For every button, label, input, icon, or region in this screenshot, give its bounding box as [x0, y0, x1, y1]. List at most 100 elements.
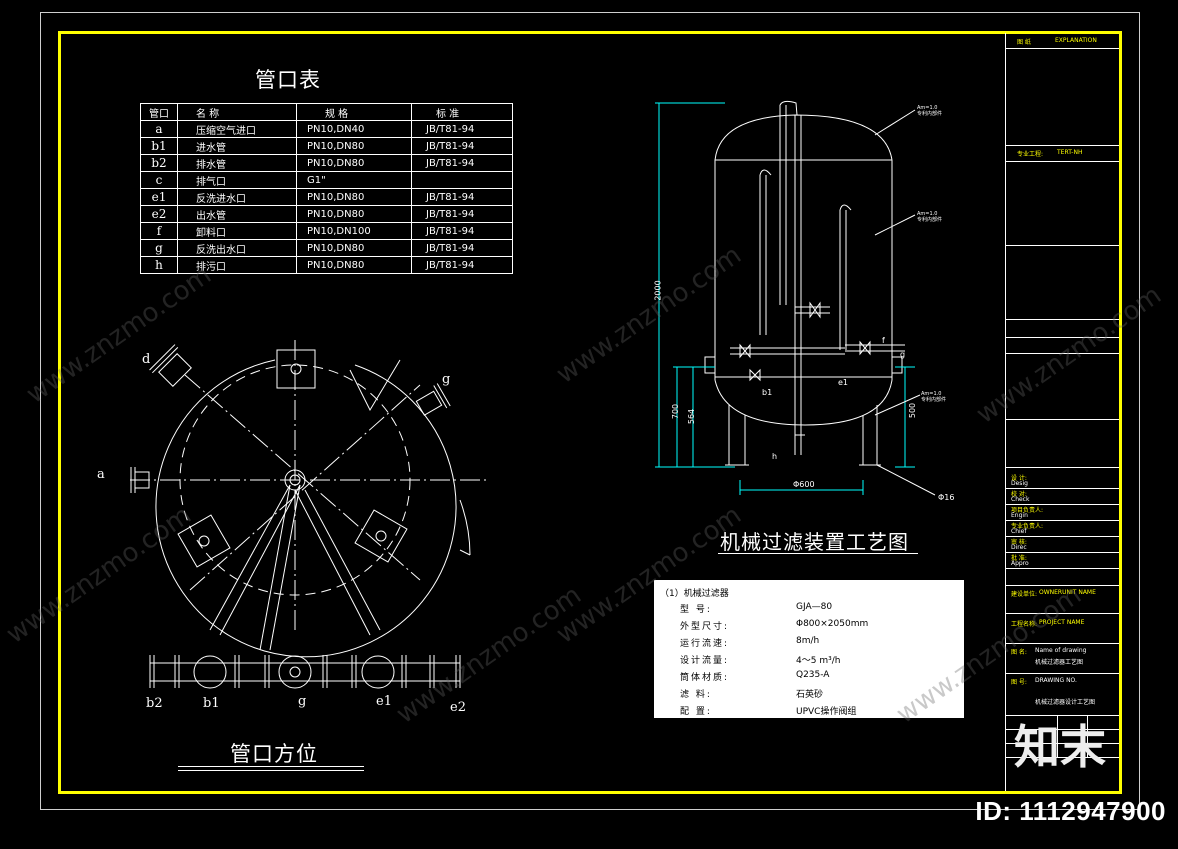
dim-phi: Φ16: [938, 493, 955, 502]
spec-row: 型 号: GJA—80: [654, 602, 964, 619]
spec-row: 设计流量: 4～5 m³/h: [654, 653, 964, 670]
drawing-outer-border: [40, 12, 1140, 810]
orientation-title-underline-2: [178, 770, 364, 771]
spec-heading: （1）机械过滤器: [660, 589, 729, 599]
port-standard: JB/T81-94: [411, 222, 513, 240]
tb-staff-value: Direc: [1011, 544, 1027, 551]
port-name: 进水管: [177, 137, 297, 155]
tb-no-value: DRAWING NO.: [1035, 677, 1077, 684]
spec-value: 石英砂: [796, 690, 824, 700]
port-standard: JB/T81-94: [411, 154, 513, 172]
spec-row: 运行流速: 8m/h: [654, 636, 964, 653]
port-id: f: [140, 222, 178, 240]
tb-project-value: PROJECT NAME: [1039, 619, 1085, 626]
spec-key: 设计流量:: [680, 656, 730, 666]
orientation-label-b2: b2: [146, 696, 163, 711]
port-standard: JB/T81-94: [411, 239, 513, 257]
tb-staff-label: 校 对:: [1011, 491, 1027, 498]
dim-500: 500: [908, 402, 918, 419]
port-standard: JB/T81-94: [411, 120, 513, 138]
spec-key: 筒体材质:: [680, 673, 730, 683]
orientation-label-g-bottom: g: [298, 694, 307, 709]
tb-drawing-value: Name of drawing: [1035, 647, 1087, 654]
tb-staff-value: Desig: [1011, 480, 1028, 487]
tb-drawing-sub: 机械过滤器工艺图: [1035, 659, 1084, 666]
process-title: 机械过滤装置工艺图: [720, 530, 909, 554]
orientation-label-a: a: [97, 467, 105, 482]
port-spec: PN10,DN100: [296, 222, 412, 240]
port-standard: [411, 171, 513, 189]
port-name: 排水管: [177, 154, 297, 172]
header-spec: 规 格: [296, 103, 412, 121]
orientation-label-d: d: [142, 352, 151, 367]
port-standard: JB/T81-94: [411, 205, 513, 223]
port-spec: PN10,DN80: [296, 205, 412, 223]
port-spec: PN10,DN80: [296, 256, 412, 274]
nozzle-orientation-drawing: [130, 340, 490, 689]
header-name: 名 称: [177, 103, 297, 121]
spec-value: Φ800×2050mm: [796, 619, 869, 629]
spec-key: 型 号:: [680, 605, 712, 615]
orientation-title: 管口方位: [230, 742, 318, 766]
tb-row2-value: TERT-NH: [1057, 149, 1083, 156]
port-standard: JB/T81-94: [411, 188, 513, 206]
svg-text:Am=1.0: Am=1.0: [921, 391, 941, 397]
header-standard: 标 准: [411, 103, 513, 121]
tb-staff-label: 审 核:: [1011, 539, 1027, 546]
port-spec: PN10,DN80: [296, 137, 412, 155]
tb-top-value: EXPLANATION: [1055, 37, 1097, 44]
filter-process-drawing: Am=1.0 专利内部件 Am=1.0 专利内部件 Am=1.0 专利内部件: [655, 100, 946, 496]
spec-key: 运行流速:: [680, 639, 730, 649]
spec-key: 外型尺寸:: [680, 622, 730, 632]
tb-owner-value: OWNERUNIT NAME: [1039, 589, 1096, 596]
spec-value: GJA—80: [796, 602, 833, 612]
port-name: 排气口: [177, 171, 297, 189]
port-name: 反洗进水口: [177, 188, 297, 206]
port-spec: PN10,DN80: [296, 239, 412, 257]
port-id: a: [140, 120, 178, 138]
port-spec: PN10,DN80: [296, 154, 412, 172]
tb-row2-label: 专业工程:: [1017, 151, 1044, 158]
header-port: 管口: [140, 103, 178, 121]
spec-value: UPVC操作阀组: [796, 707, 857, 717]
svg-text:Am=1.0: Am=1.0: [917, 105, 937, 111]
port-id: b1: [140, 137, 178, 155]
tb-owner-label: 建设单位:: [1011, 591, 1038, 598]
spec-value: Q235-A: [796, 670, 830, 680]
process-nozzle-h: h: [772, 452, 778, 461]
port-name: 卸料口: [177, 222, 297, 240]
tb-sheet-sub: 机械过滤器设计工艺图: [1035, 699, 1096, 706]
orientation-title-underline: [178, 766, 364, 767]
port-table-header: 管口 名 称 规 格 标 准: [140, 103, 513, 121]
process-title-underline: [718, 553, 918, 554]
port-id: b2: [140, 154, 178, 172]
dim-700: 700: [671, 403, 681, 420]
asset-id-tag: ID: 1112947900: [975, 796, 1166, 826]
port-spec: PN10,DN40: [296, 120, 412, 138]
port-id: e1: [140, 188, 178, 206]
tb-staff-label: 批 准:: [1011, 555, 1027, 562]
tb-staff-label: 设 计:: [1011, 475, 1027, 482]
tb-staff-label: 项目负责人:: [1011, 507, 1044, 514]
filter-spec-box: （1）机械过滤器 型 号: GJA—80 外型尺寸: Φ800×2050mm 运行流速:…: [654, 580, 964, 718]
brand-logo: 知末: [1014, 720, 1106, 774]
tb-project-label: 工程名称:: [1011, 621, 1038, 628]
spec-key: 配 置:: [680, 707, 712, 717]
spec-value: 8m/h: [796, 636, 820, 646]
port-name: 反洗出水口: [177, 239, 297, 257]
tb-staff-value: Check: [1011, 496, 1030, 503]
tb-staff-value: Engin: [1011, 512, 1028, 519]
process-nozzle-e1: e1: [838, 378, 849, 387]
process-nozzle-g: g: [900, 350, 906, 359]
svg-text:专利内部件: 专利内部件: [921, 396, 946, 403]
spec-value: 4～5 m³/h: [796, 656, 841, 666]
spec-row: 滤 料:石英砂: [654, 687, 964, 704]
